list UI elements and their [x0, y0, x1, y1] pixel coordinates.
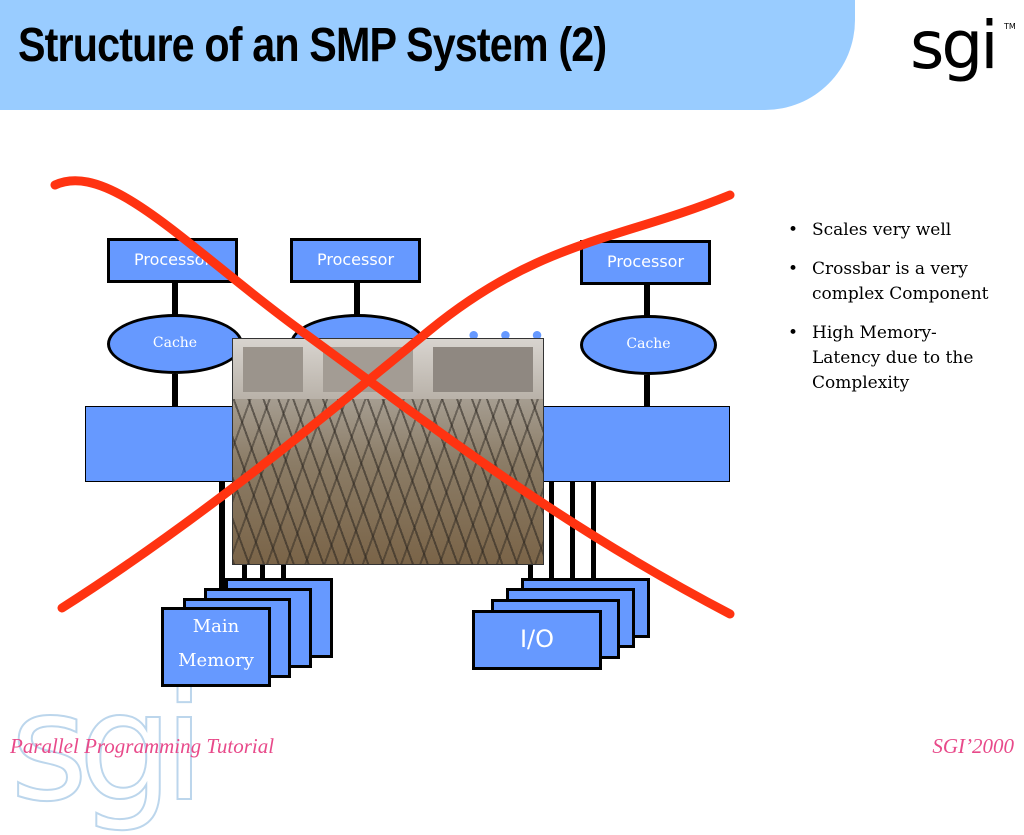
- footer-title: Parallel Programming Tutorial: [10, 734, 275, 758]
- cache-ellipse: Cache: [107, 314, 243, 374]
- cache-ellipse: Cache: [580, 315, 717, 375]
- processor-box: Processor: [107, 238, 238, 283]
- main-memory-box: Main Memory: [161, 607, 271, 687]
- connector-line: [644, 375, 650, 408]
- memory-label-line2: Memory: [178, 650, 254, 671]
- railway-tracks-photo: [232, 338, 544, 565]
- processor-box: Processor: [580, 240, 711, 285]
- photo-building: [323, 347, 413, 392]
- memory-label-line1: Main: [192, 616, 240, 637]
- connector-line: [172, 283, 178, 317]
- connector-line: [591, 482, 596, 580]
- connector-line: [172, 374, 178, 408]
- bullet-item: Crossbar is a very complex Component: [786, 257, 1001, 307]
- slide-title: Structure of an SMP System (2): [18, 19, 607, 72]
- io-box: I/O: [472, 610, 602, 670]
- connector-line: [354, 283, 360, 317]
- title-band: [0, 0, 855, 110]
- sgi-logo-icon: sgi: [910, 7, 999, 84]
- photo-building: [243, 347, 303, 392]
- connector-line: [644, 285, 650, 317]
- io-label: I/O: [519, 625, 555, 653]
- bullet-item: High Memory-Latency due to the Complexit…: [786, 321, 1001, 396]
- footer-year: SGI’2000: [932, 734, 1014, 758]
- photo-building: [433, 347, 533, 392]
- bullet-list: Scales very well Crossbar is a very comp…: [786, 218, 1001, 410]
- processor-box: Processor: [290, 238, 421, 283]
- trademark-mark: TM: [1004, 22, 1016, 31]
- bullet-item: Scales very well: [786, 218, 1001, 243]
- connector-line: [570, 482, 575, 582]
